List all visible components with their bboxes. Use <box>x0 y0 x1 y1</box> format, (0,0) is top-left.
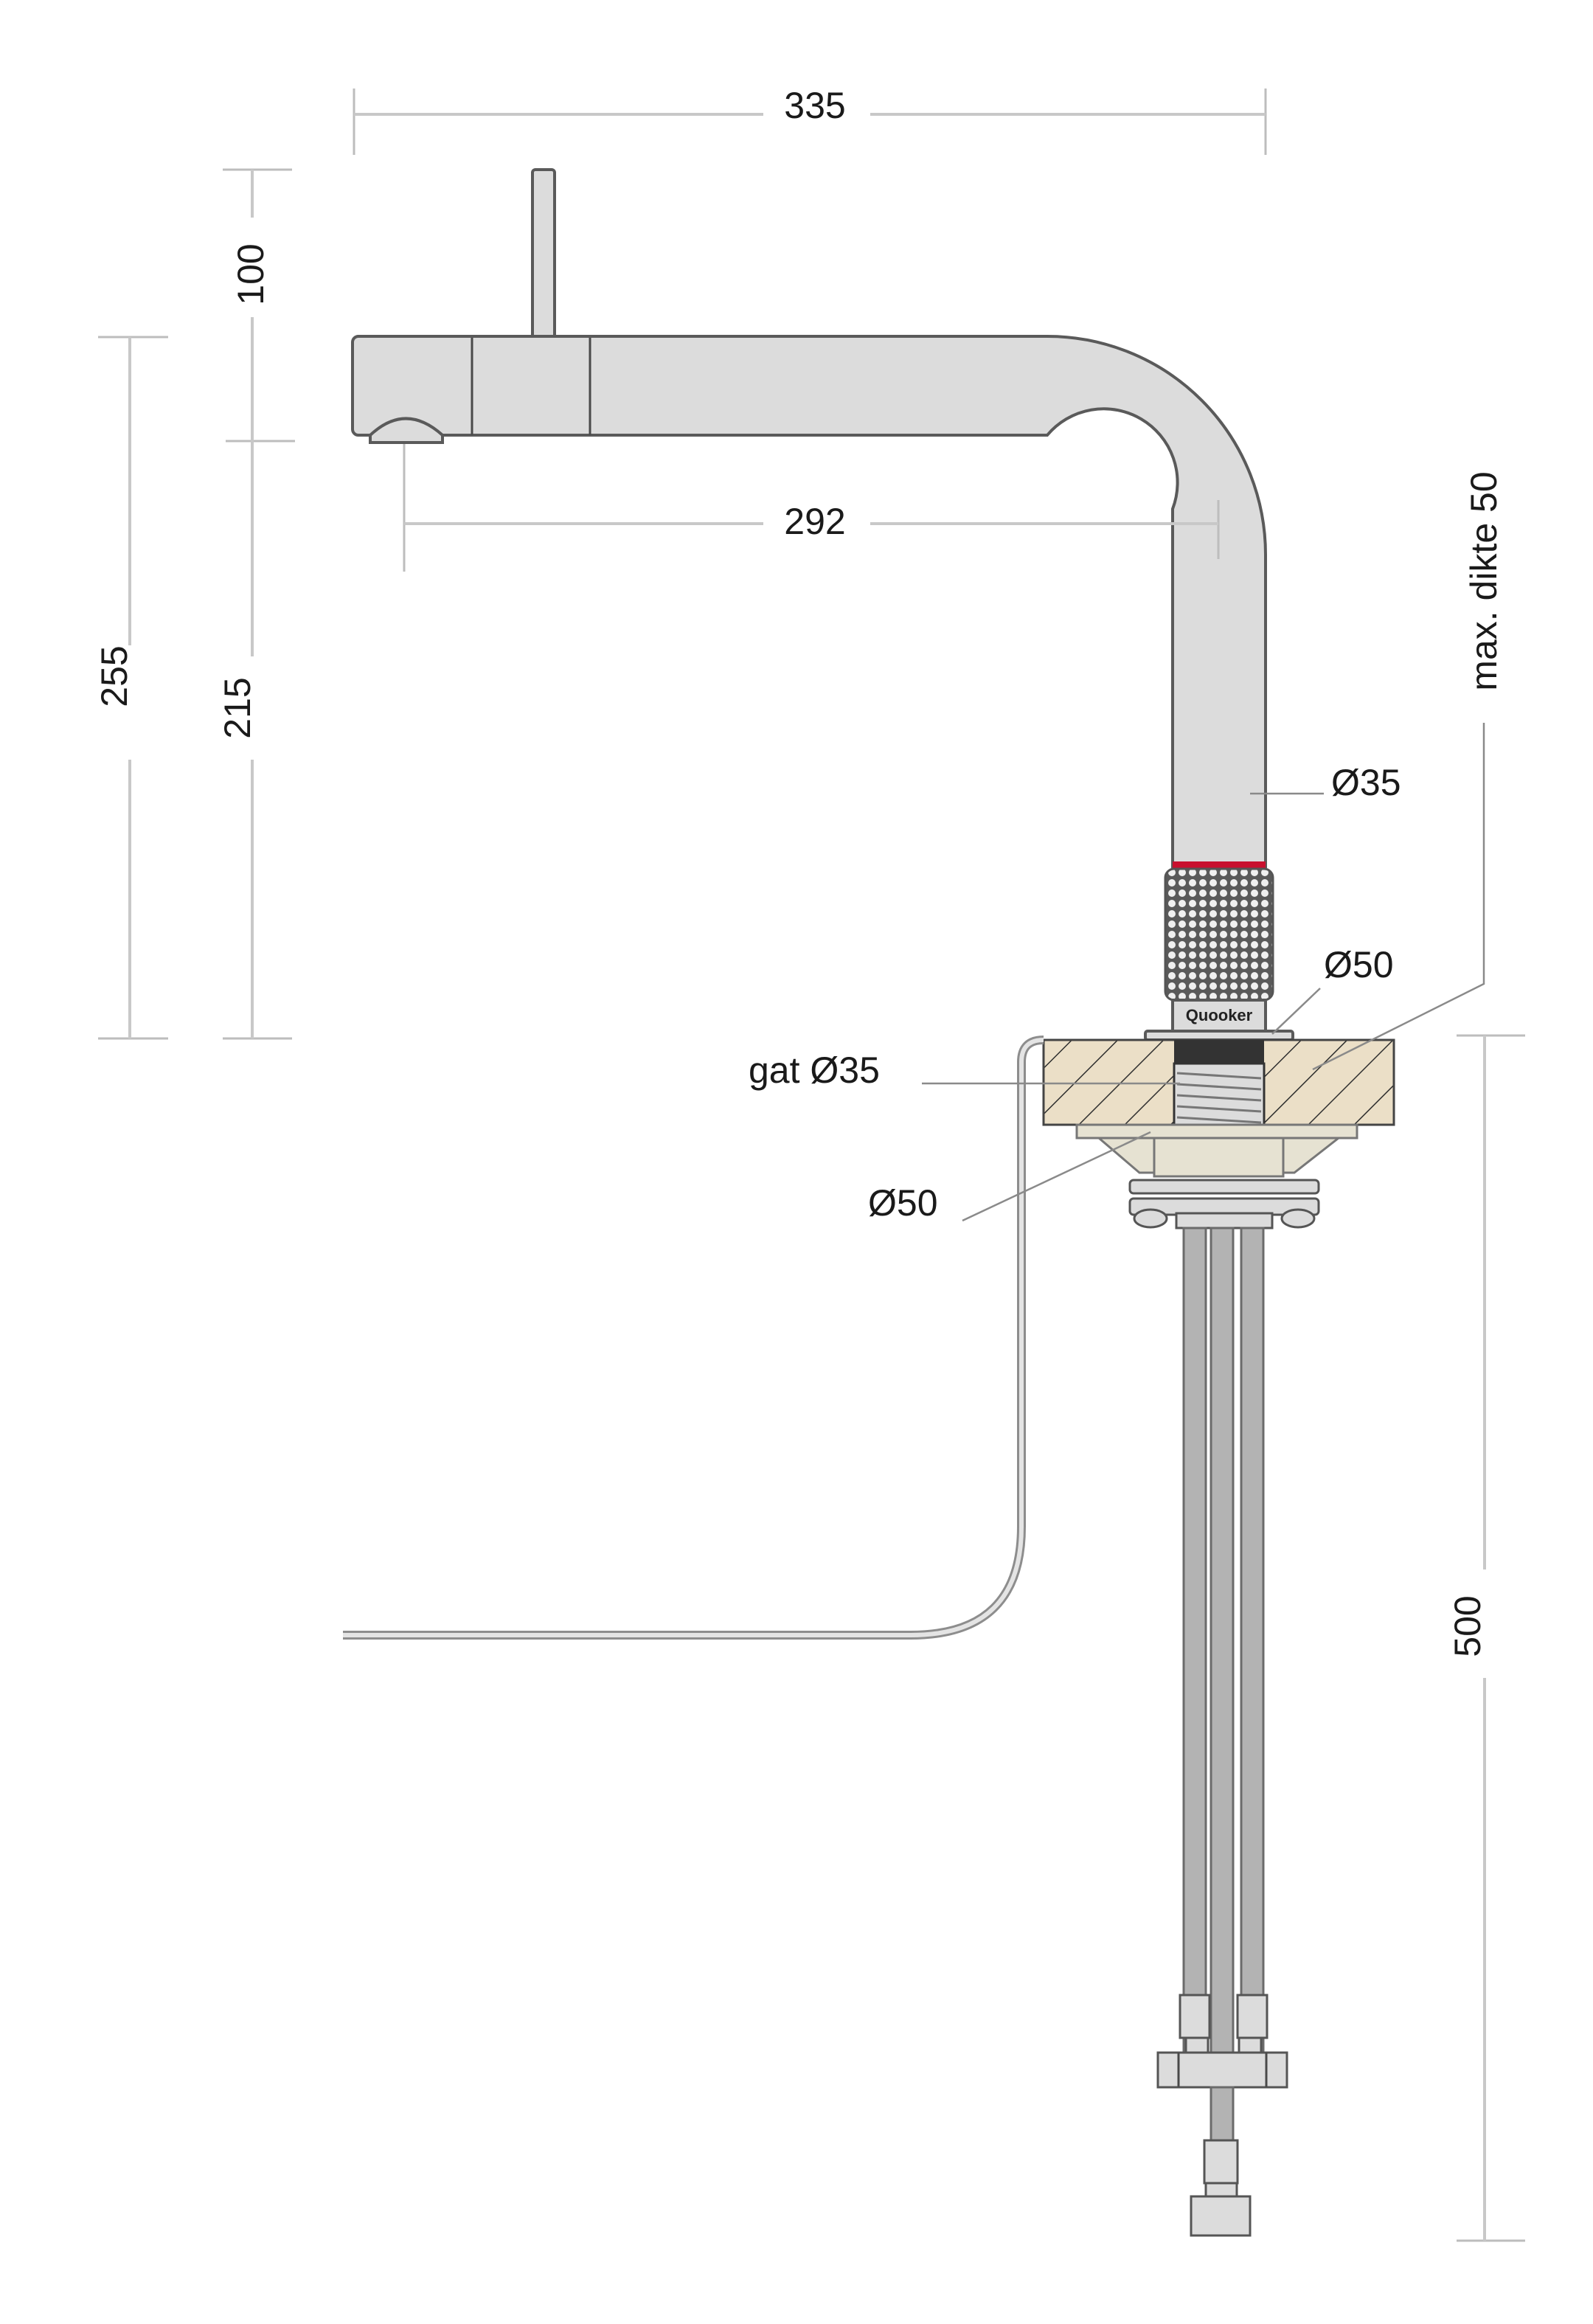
support-plate <box>1075 1123 1358 1140</box>
hole-diameter-label: gat Ø35 <box>749 1050 880 1091</box>
spout-clearance-dimension: 215 <box>217 441 292 1040</box>
spout-height-total-dimension: 255 <box>94 336 168 1040</box>
spout-reach-label: 292 <box>784 501 845 542</box>
max-thickness-label: max. dikte 50 <box>1463 471 1504 690</box>
nut-diameter-callout: Ø50 <box>868 1131 1151 1224</box>
handle-height-dimension: 100 <box>223 168 295 443</box>
hose-length-dimension: 500 <box>1447 1034 1525 2242</box>
tap-body: Quooker <box>351 168 1294 1041</box>
handle-height-label: 100 <box>230 243 271 305</box>
knurled-collar <box>1164 867 1274 1002</box>
hose-nut-single <box>1190 2195 1252 2237</box>
sink-profile <box>343 1036 1044 1640</box>
rosette-diameter-callout: Ø50 <box>1271 944 1394 1035</box>
spout-clearance-label: 215 <box>217 677 258 738</box>
max-thickness-callout: max. dikte 50 <box>1312 471 1504 1071</box>
clamp-nut <box>1128 1179 1320 1195</box>
spout-height-total-label: 255 <box>94 645 135 707</box>
column-diameter-callout: Ø35 <box>1250 762 1401 803</box>
brand-mark: Quooker <box>1186 1006 1253 1024</box>
shank-seal <box>1174 1040 1264 1064</box>
spout-arm <box>351 335 1267 868</box>
rosette-diameter-label: Ø50 <box>1324 944 1394 985</box>
nut-diameter-label: Ø50 <box>868 1182 938 1224</box>
countertop-section <box>1042 1038 1395 1229</box>
column-diameter-label: Ø35 <box>1331 762 1401 803</box>
handle-lever <box>531 168 556 341</box>
hose-fittings <box>1156 1994 1288 2237</box>
spout-reach-dimension: 292 <box>403 444 1220 572</box>
hole-diameter-callout: gat Ø35 <box>749 1050 1180 1091</box>
accent-ring <box>1173 861 1266 869</box>
overall-width-dimension: 335 <box>353 85 1267 155</box>
hose-nut-pair <box>1156 2051 1288 2089</box>
aerator <box>369 417 444 444</box>
rosette <box>1144 1030 1294 1041</box>
hose-length-label: 500 <box>1447 1595 1488 1657</box>
overall-width-label: 335 <box>784 85 845 126</box>
